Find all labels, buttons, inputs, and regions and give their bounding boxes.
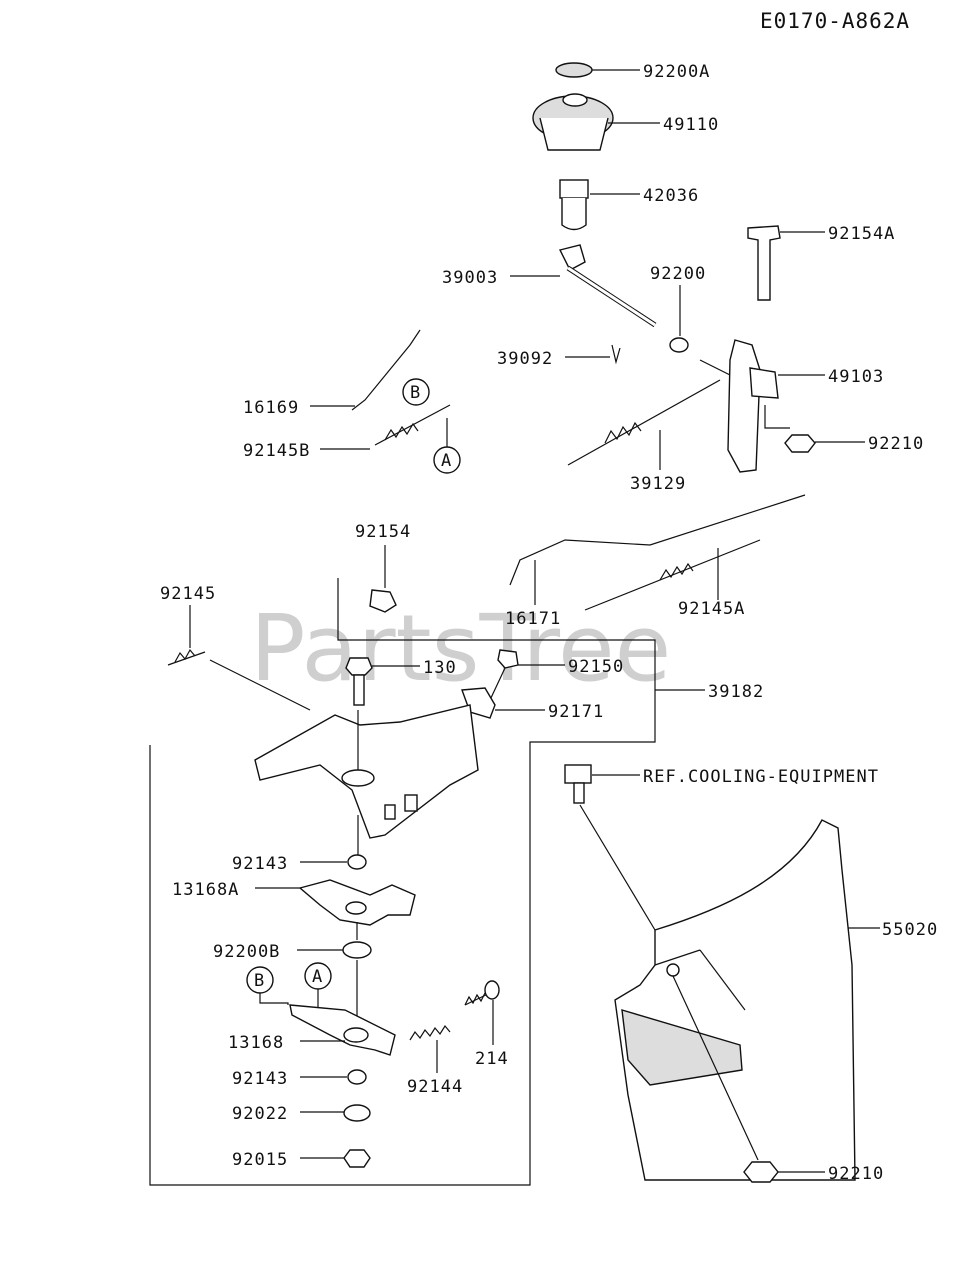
label-55020[interactable]: 55020 (882, 920, 938, 940)
label-92145[interactable]: 92145 (160, 584, 216, 604)
label-92171[interactable]: 92171 (548, 702, 604, 722)
label-130[interactable]: 130 (423, 658, 457, 678)
callout-b-lower-text: B (254, 971, 265, 991)
label-92145a[interactable]: 92145A (678, 599, 745, 619)
label-16171[interactable]: 16171 (505, 609, 561, 629)
label-42036[interactable]: 42036 (643, 186, 699, 206)
bolt-130-part[interactable] (345, 657, 420, 706)
label-39182[interactable]: 39182 (708, 682, 764, 702)
label-92145b[interactable]: 92145B (243, 441, 310, 461)
label-92200b[interactable]: 92200B (213, 942, 280, 962)
lever-13168-part[interactable] (289, 1004, 396, 1056)
link-16169-part[interactable] (310, 329, 421, 411)
bolt-92154a-part[interactable] (747, 225, 825, 301)
label-39003[interactable]: 39003 (442, 268, 498, 288)
washer-92200-part[interactable] (669, 285, 689, 353)
spring-39129-part[interactable] (567, 379, 721, 470)
label-92200[interactable]: 92200 (650, 264, 706, 284)
lever-13168a-part[interactable] (255, 879, 416, 940)
callout-a-lower[interactable]: A (304, 962, 332, 1012)
shaft-42036-part[interactable] (559, 179, 640, 231)
spring-92144-part[interactable] (409, 1024, 451, 1073)
callout-b-lower[interactable]: B (246, 966, 289, 1005)
screw-92150-part[interactable] (489, 649, 565, 701)
washer-92200a-part[interactable] (555, 62, 640, 78)
label-13168a[interactable]: 13168A (172, 880, 239, 900)
label-92154a[interactable]: 92154A (828, 224, 895, 244)
label-16169[interactable]: 16169 (243, 398, 299, 418)
label-92210-lower[interactable]: 92210 (828, 1164, 884, 1184)
callout-b-upper[interactable]: B (402, 378, 430, 406)
label-39092[interactable]: 39092 (497, 349, 553, 369)
washer-92022-part[interactable] (300, 1104, 371, 1122)
washer-92143-lower-part[interactable] (300, 1069, 367, 1085)
spring-92145b-part[interactable] (320, 404, 451, 450)
label-39129[interactable]: 39129 (630, 474, 686, 494)
label-49110[interactable]: 49110 (663, 115, 719, 135)
label-13168[interactable]: 13168 (228, 1033, 284, 1053)
diagram-code: E0170-A862A (760, 9, 910, 33)
fitting-ref-cooling-part[interactable] (564, 764, 656, 931)
washer-92143-upper-part[interactable] (300, 854, 367, 870)
governor-shaft-39003-part[interactable] (510, 244, 657, 328)
control-bracket-part[interactable] (254, 704, 479, 856)
callout-a-lower-text: A (312, 967, 323, 987)
gear-49110-part[interactable] (532, 93, 660, 151)
assembly-frame (149, 578, 656, 1186)
label-92210-upper[interactable]: 92210 (868, 434, 924, 454)
label-92150[interactable]: 92150 (568, 657, 624, 677)
label-92143-lower[interactable]: 92143 (232, 1069, 288, 1089)
watermark: PartsTree (250, 595, 671, 702)
nut-92210-lower-part[interactable] (672, 975, 825, 1183)
bolt-92154-part[interactable] (369, 545, 397, 613)
shroud-55020-part[interactable] (614, 819, 880, 1181)
nut-92210-upper-part[interactable] (764, 405, 865, 453)
callout-a-upper-text: A (441, 451, 452, 471)
spring-92145-part[interactable] (167, 605, 311, 711)
pin-39092-part[interactable] (565, 344, 621, 365)
label-ref-cooling[interactable]: REF.COOLING-EQUIPMENT (643, 767, 879, 787)
label-92022[interactable]: 92022 (232, 1104, 288, 1124)
label-92200a[interactable]: 92200A (643, 62, 710, 82)
label-92015[interactable]: 92015 (232, 1150, 288, 1170)
callout-b-upper-text: B (410, 383, 421, 403)
screw-214-part[interactable] (464, 980, 500, 1045)
callout-a-upper[interactable]: A (433, 418, 461, 474)
governor-arm-49103-part[interactable] (699, 339, 825, 473)
washer-92200b-part[interactable] (297, 941, 372, 1028)
label-214[interactable]: 214 (475, 1049, 509, 1069)
label-49103[interactable]: 49103 (828, 367, 884, 387)
rod-16171-part[interactable] (509, 494, 806, 605)
label-92143-upper[interactable]: 92143 (232, 854, 288, 874)
label-92144[interactable]: 92144 (407, 1077, 463, 1097)
nut-92015-part[interactable] (300, 1149, 371, 1168)
spring-92145a-part[interactable] (584, 539, 761, 611)
label-92154[interactable]: 92154 (355, 522, 411, 542)
